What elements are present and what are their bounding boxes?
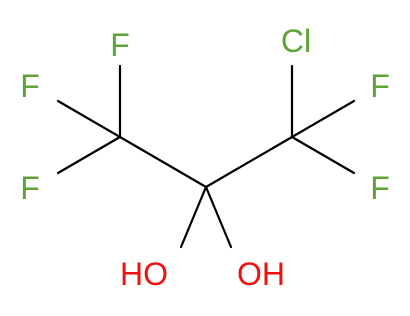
atom-f-top-left: F xyxy=(110,27,130,63)
bond-c1-f-mid xyxy=(56,99,122,139)
bond-c2-o-left xyxy=(179,185,208,249)
atom-f-mid-left: F xyxy=(20,68,40,104)
bond-c2-c3 xyxy=(204,135,294,189)
atom-f-right-top: F xyxy=(370,68,390,104)
bonds xyxy=(56,64,356,249)
atom-oh-right: OH xyxy=(237,256,285,292)
bond-c3-f-top xyxy=(290,99,356,139)
bond-c1-f-bottom xyxy=(56,135,122,175)
atom-cl: Cl xyxy=(281,23,311,59)
bond-c1-c2 xyxy=(118,135,208,189)
bond-c3-f-bottom xyxy=(290,135,356,175)
atom-f-bottom-left: F xyxy=(20,170,40,206)
bond-c2-o-right xyxy=(204,185,233,249)
atom-f-right-bottom: F xyxy=(370,170,390,206)
atom-labels: F F F Cl F F HO OH xyxy=(14,22,396,294)
atom-oh-left: HO xyxy=(120,256,168,292)
